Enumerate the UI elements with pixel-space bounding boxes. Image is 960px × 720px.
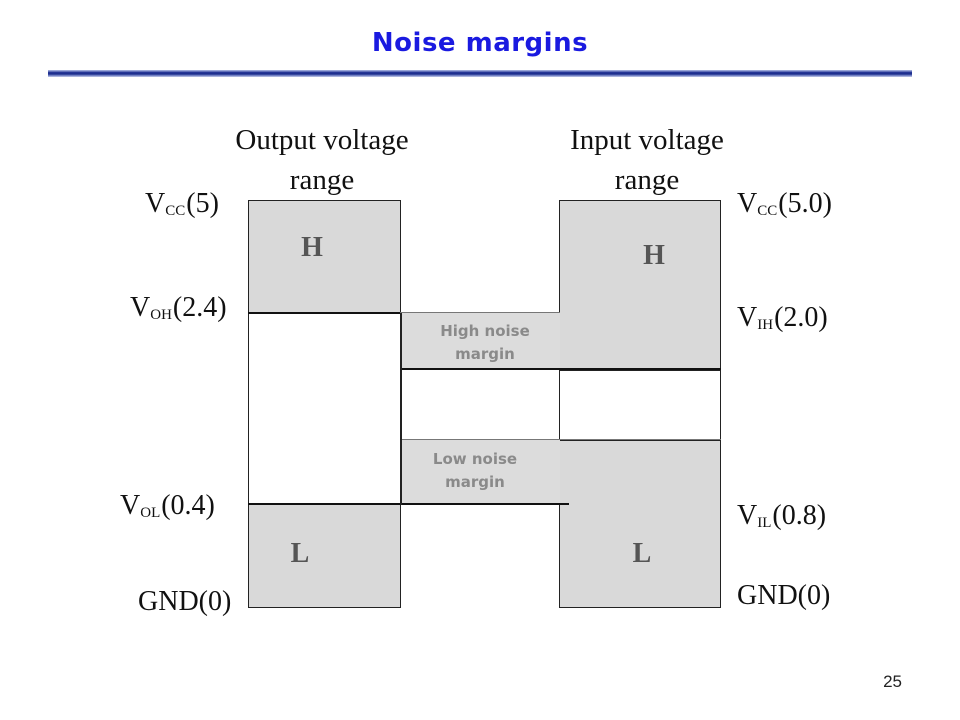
output-gnd-label: GND(0) [138,586,232,617]
output-heading-line-1: Output voltage [235,124,409,156]
high-margin-line-2: margin [455,345,515,363]
input-high-label: H [643,240,665,271]
output-low-label: L [290,538,310,569]
low-margin-line-2: margin [445,473,505,491]
title-divider [48,70,912,77]
output-voh-label: VOH(2.4) [130,292,227,323]
vih-level-line [400,368,721,370]
output-high-block [248,200,401,314]
slide-title: Noise margins [371,28,589,58]
output-heading-line-2: range [289,164,355,196]
low-noise-margin-box [400,440,560,505]
voh-level-line [248,312,401,314]
low-noise-margin-label: Low noise margin [400,448,550,494]
input-heading-line-1: Input voltage [570,124,724,156]
input-high-block [559,200,721,370]
output-vcc-label: VCC(5) [145,188,219,219]
high-margin-line-1: High noise [440,322,530,340]
input-low-label: L [632,538,652,569]
output-forbidden-region [248,313,401,505]
output-high-label: H [301,232,323,263]
low-margin-line-1: Low noise [432,450,518,468]
input-range-heading: Input voltage range [537,120,757,200]
page-number: 25 [883,672,902,691]
output-range-heading: Output voltage range [212,120,432,200]
high-noise-margin-box [400,313,560,370]
output-vol-label: VOL(0.4) [120,490,215,521]
input-heading-line-2: range [614,164,680,196]
vil-level-line [400,439,721,440]
high-noise-margin-label: High noise margin [410,320,560,366]
input-forbidden-region [559,369,721,441]
input-vil-label: VIL(0.8) [737,500,827,531]
high-margin-top-edge [400,312,560,313]
input-vcc-label: VCC(5.0) [737,188,832,219]
input-vih-label: VIH(2.0) [737,302,828,333]
output-low-block [248,504,401,608]
input-low-block [559,440,721,608]
output-column-right-edge [400,313,402,505]
input-gnd-label: GND(0) [737,580,831,611]
vol-level-line [248,503,569,505]
